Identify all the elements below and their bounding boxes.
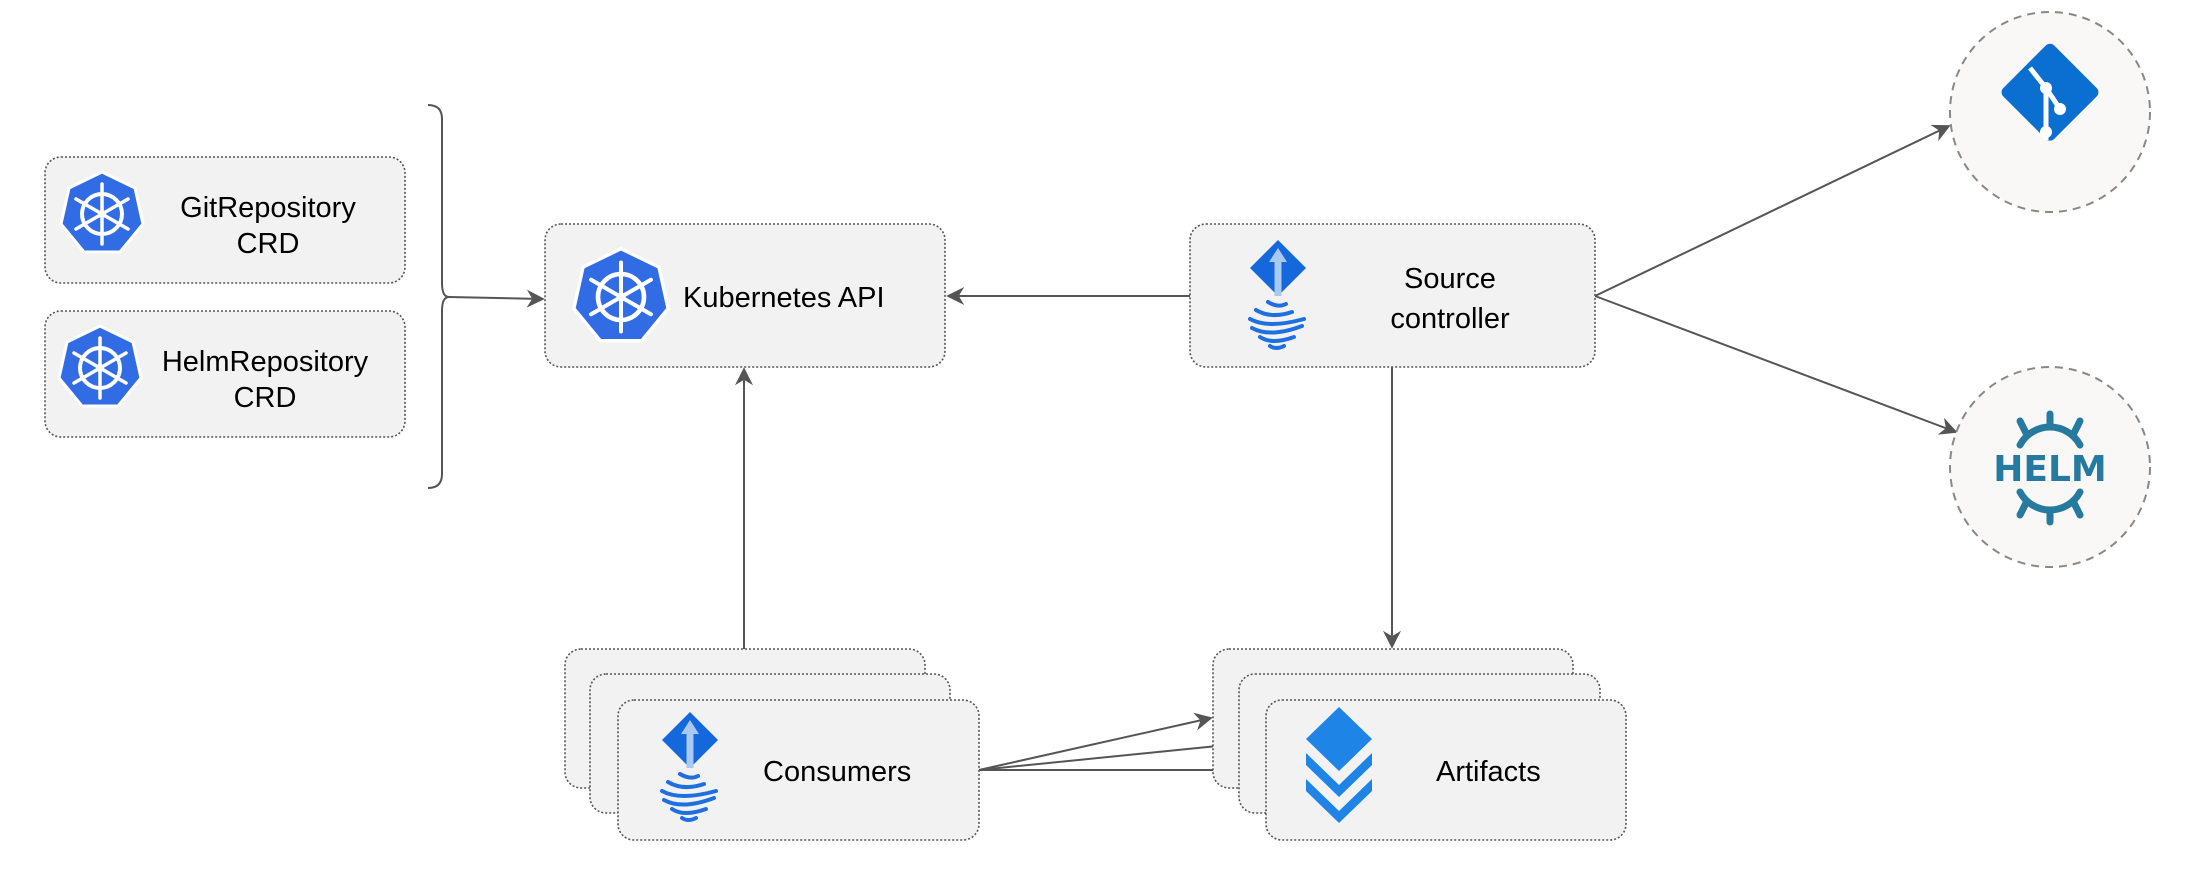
kubernetes-api-label: Kubernetes API [683,282,885,314]
git-repository-crd-node[interactable]: GitRepository CRD [44,156,406,284]
artifacts-label: Artifacts [1436,756,1541,788]
helm-repository-crd-label-2: CRD [234,382,297,414]
source-controller-label-1: Source [1404,263,1496,295]
consumers-label: Consumers [763,756,911,788]
edge-crds-to-kubernetes-api [448,289,545,308]
kubernetes-api-node[interactable]: Kubernetes API [544,223,946,368]
edge-source-controller-to-git [1594,124,1951,297]
source-controller-label-2: controller [1390,303,1510,335]
edge-consumers-to-artifacts-2 [978,736,1239,771]
git-repository-source[interactable] [1949,11,2151,213]
helm-repository-source[interactable]: HELM [1949,366,2151,568]
edge-consumers-to-artifacts-1 [978,712,1213,771]
helm-icon [2016,410,2084,526]
helm-repository-crd-node[interactable]: HelmRepository CRD [44,310,406,438]
git-repository-crd-label-1: GitRepository [180,192,356,224]
helm-wordmark: HELM [1993,449,2106,490]
git-repository-crd-label-2: CRD [237,228,300,260]
consumers-node[interactable]: Consumers [564,648,980,841]
helm-repository-crd-label-1: HelmRepository [162,346,369,378]
edge-source-controller-to-helm [1594,295,1958,435]
git-icon [2001,43,2099,141]
source-controller-node[interactable]: Source controller [1189,223,1596,368]
crd-bracket [427,104,450,489]
artifacts-node[interactable]: Artifacts [1212,648,1627,841]
